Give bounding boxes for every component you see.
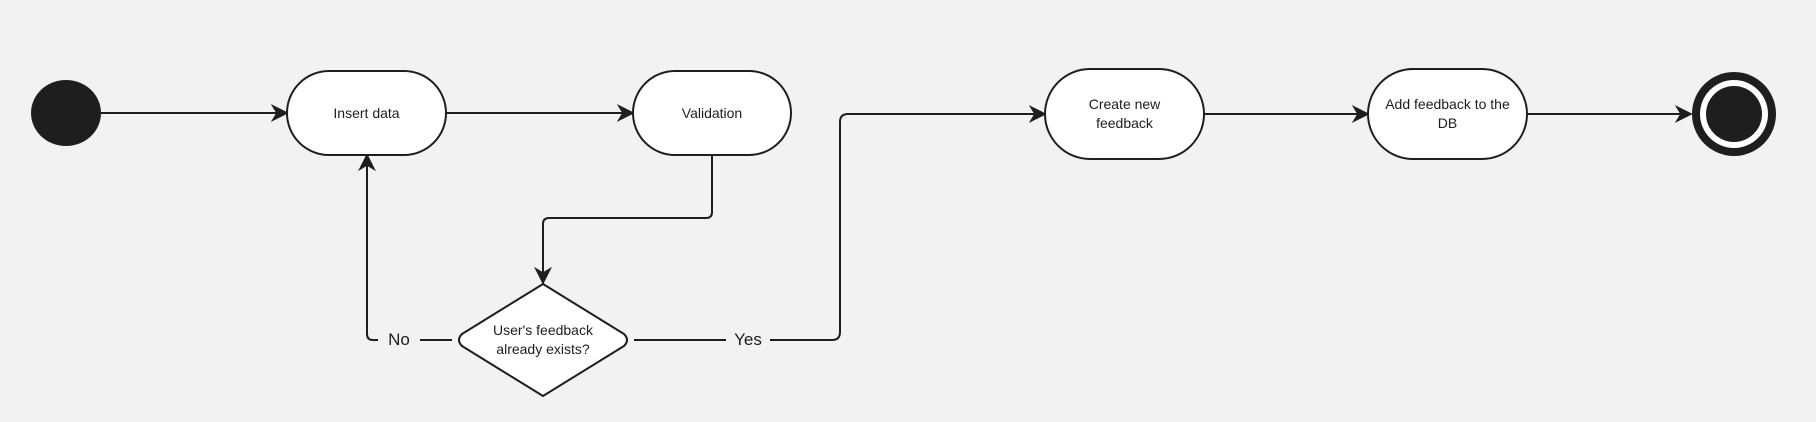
edge-decision-no-to-insert (358, 153, 452, 341)
create-new-feedback-node (1044, 68, 1205, 160)
edge-validation-to-decision (534, 129, 713, 285)
edge-label-yes: Yes (726, 329, 770, 351)
end-node (1692, 72, 1776, 156)
validation-node (632, 70, 792, 156)
start-node (31, 80, 101, 146)
add-feedback-node (1367, 68, 1528, 160)
edge-label-no: No (378, 329, 420, 351)
decision-node (458, 283, 628, 397)
edge-decision-yes-to-create (634, 105, 1047, 341)
insert-data-node (286, 70, 447, 156)
